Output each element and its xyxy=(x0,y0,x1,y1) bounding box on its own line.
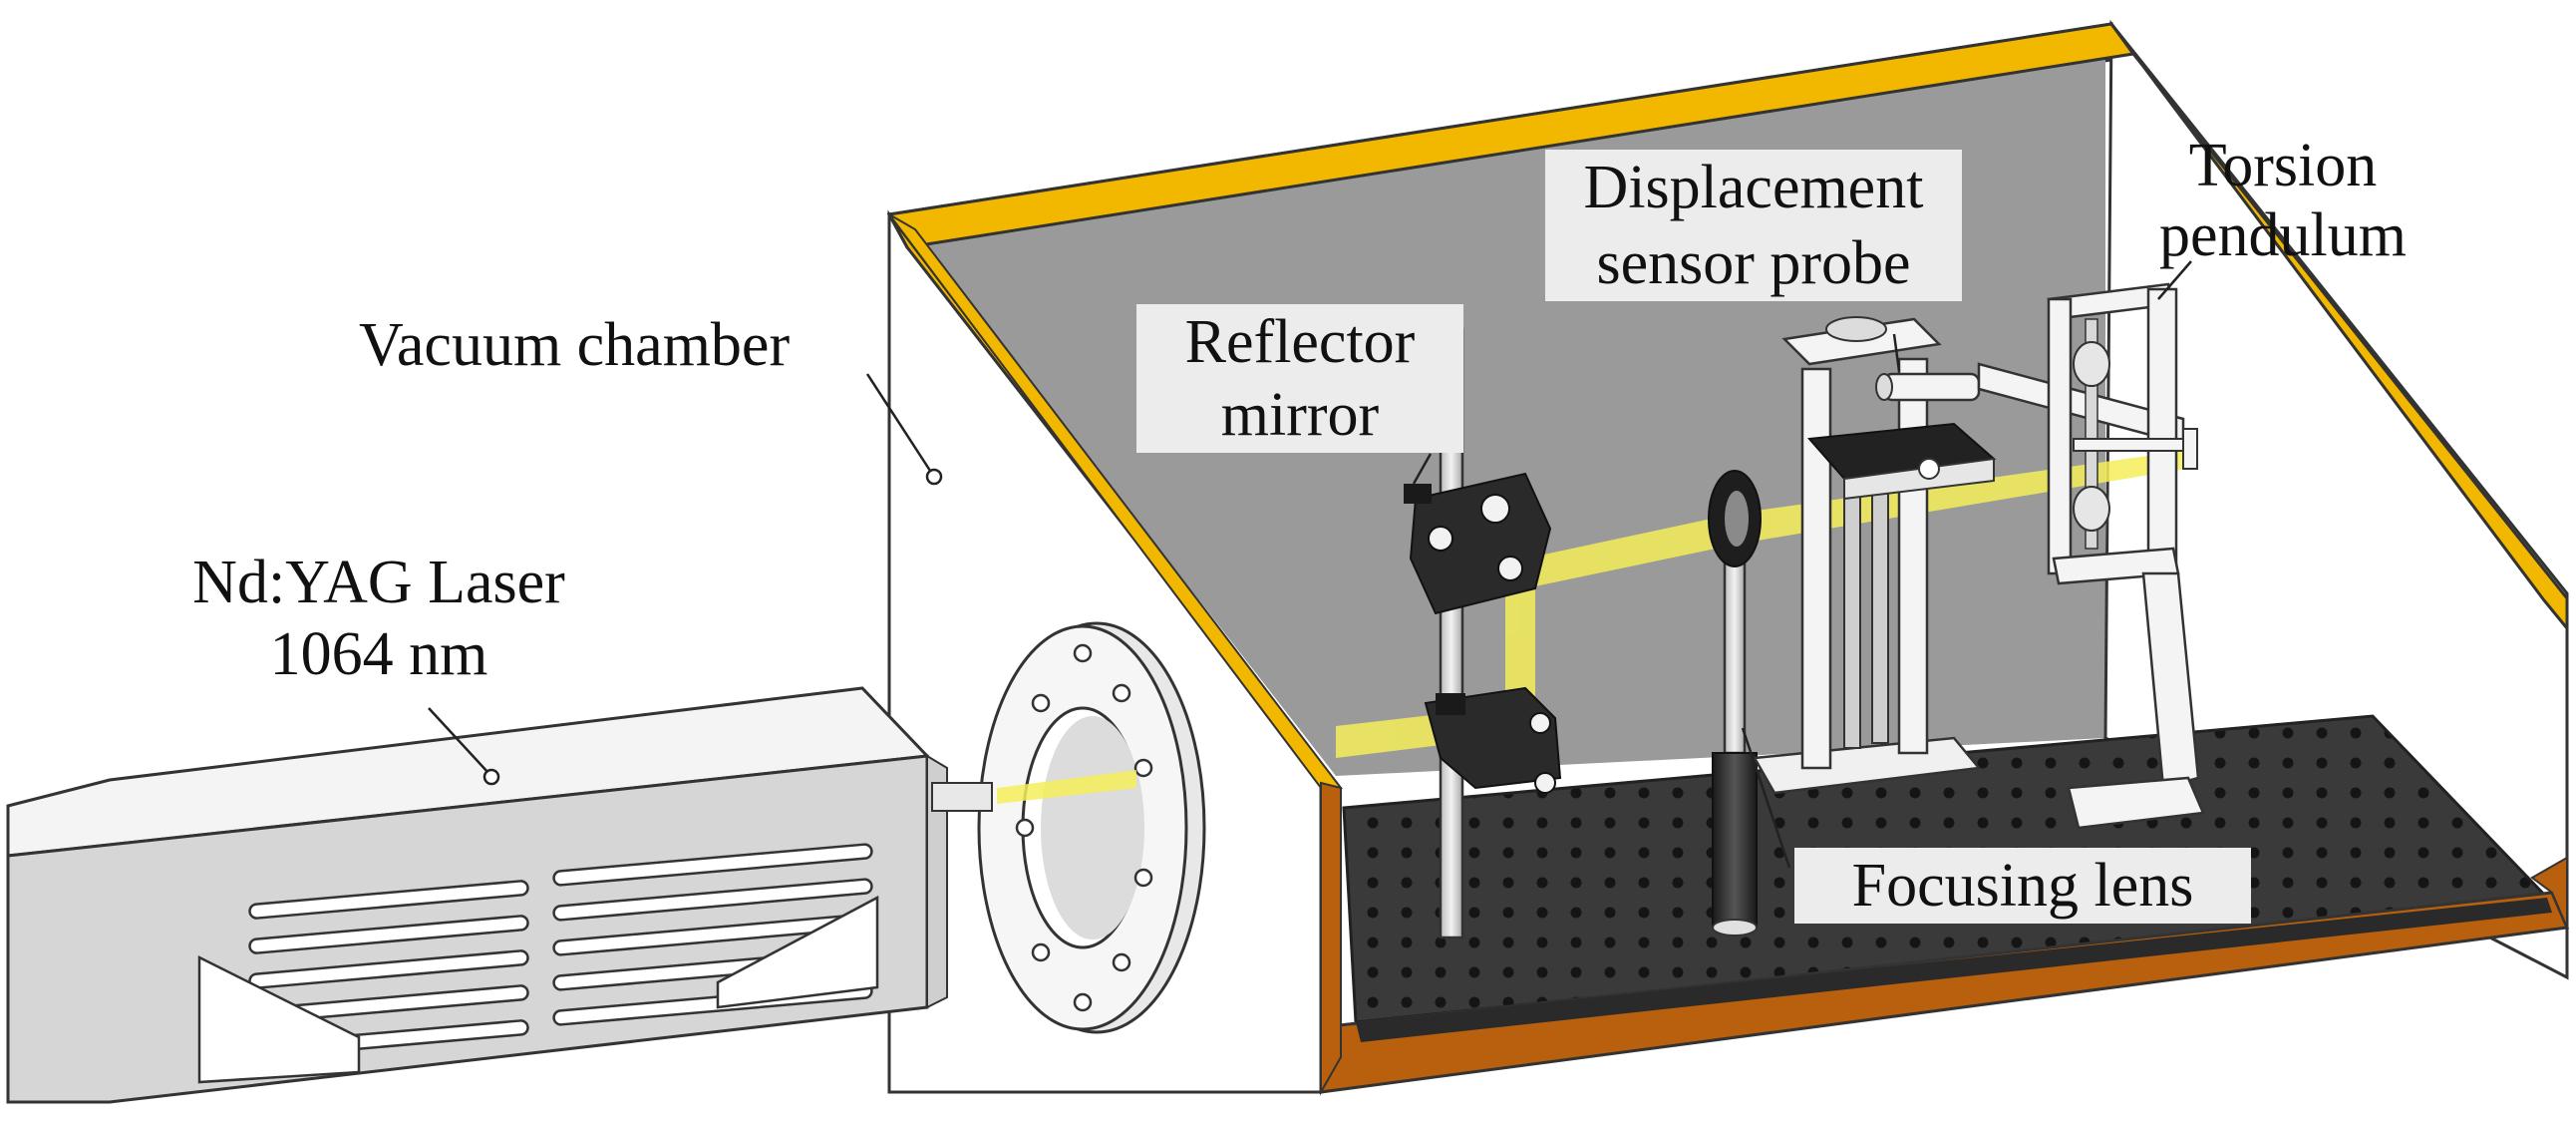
laser-housing xyxy=(6,686,993,1104)
focusing-lens-label: Focusing lens xyxy=(1794,848,2251,924)
chamber-rim-right xyxy=(2109,23,2569,633)
sensor-label-line2: sensor probe xyxy=(1545,225,1962,301)
torsion-label-line1: Torsion xyxy=(2188,132,2378,199)
laser-label-line2: 1064 nm xyxy=(269,620,488,688)
vacuum-chamber-label: Vacuum chamber xyxy=(359,311,791,379)
torsion-pendulum xyxy=(2047,282,2205,830)
leader-lines xyxy=(428,260,2192,869)
laser-label-line1: Nd:YAG Laser xyxy=(192,549,565,616)
reflector-mirror-assembly xyxy=(1404,323,1562,939)
reflector-label-line1: Reflector xyxy=(1136,304,1463,380)
sensor-label-line1: Displacement xyxy=(1545,150,1962,225)
vacuum-window-flange xyxy=(977,621,1206,1034)
displacement-sensor-stage xyxy=(1752,316,2185,795)
torsion-label-line2: pendulum xyxy=(2159,201,2407,269)
laser-top xyxy=(6,686,931,858)
focusing-lens-assembly xyxy=(1708,470,1762,936)
laser-end xyxy=(926,754,948,1009)
reflector-label-line2: mirror xyxy=(1136,377,1463,453)
